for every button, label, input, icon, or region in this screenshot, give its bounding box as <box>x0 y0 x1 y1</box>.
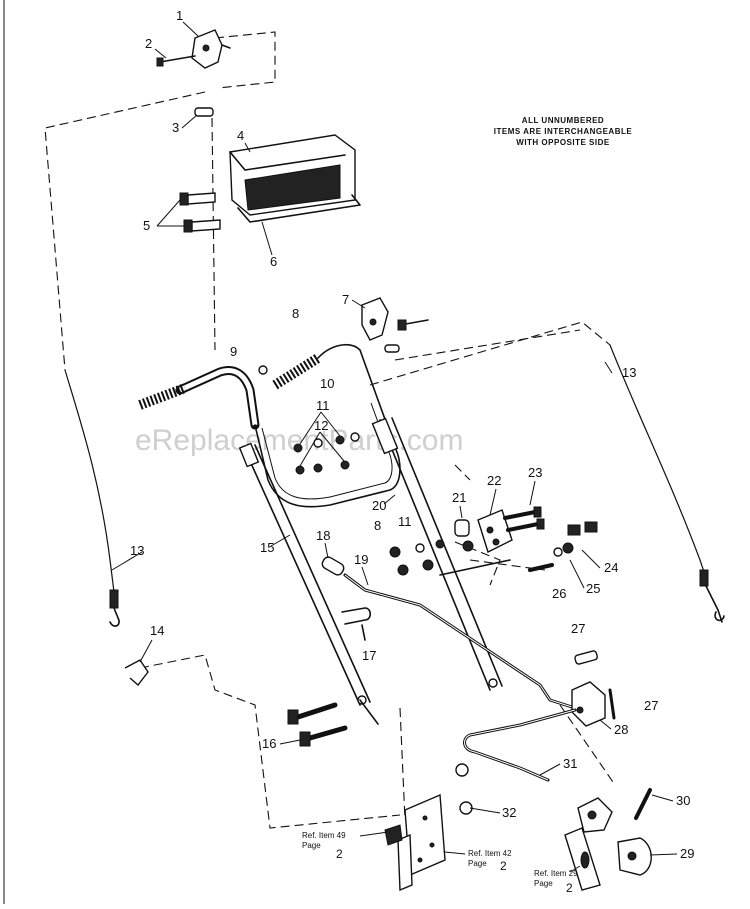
label-27-top: 27 <box>571 621 585 636</box>
label-1: 1 <box>176 8 183 23</box>
label-18: 18 <box>316 528 330 543</box>
part-lever-7 <box>361 297 429 353</box>
part-upper-handle-9 <box>138 343 379 430</box>
label-8: 8 <box>292 306 299 321</box>
label-24: 24 <box>604 560 618 575</box>
ref-42-page-label: Page <box>468 859 487 868</box>
label-12: 12 <box>314 418 328 433</box>
label-2: 2 <box>145 36 152 51</box>
label-13-left: 13 <box>130 543 144 558</box>
part-bottom-plate <box>384 763 473 892</box>
label-25: 25 <box>586 581 600 596</box>
ref-29-label: Ref. Item 29 <box>534 869 578 878</box>
interchangeable-note: ALL UNNUMBERED ITEMS ARE INTERCHANGEABLE… <box>494 116 633 147</box>
label-11: 11 <box>316 398 330 413</box>
ref-49-label: Ref. Item 49 <box>302 831 346 840</box>
label-20: 20 <box>372 498 386 513</box>
label-17: 17 <box>362 648 376 663</box>
ref-42-page: 2 <box>500 859 507 873</box>
label-26: 26 <box>552 586 566 601</box>
references: Ref. Item 49 Page 2 Ref. Item 42 Page 2 … <box>302 831 581 895</box>
label-16: 16 <box>262 736 276 751</box>
note-line-3: WITH OPPOSITE SIDE <box>516 138 610 147</box>
part-shift-rod-19 <box>321 556 577 710</box>
part-labels: 1 2 3 4 5 6 7 8 9 10 11 12 13 13 14 15 1… <box>111 8 694 861</box>
label-14: 14 <box>150 623 164 638</box>
small-fasteners <box>389 506 598 576</box>
label-10: 10 <box>320 376 334 391</box>
label-21: 21 <box>452 490 466 505</box>
assembly-lines <box>44 31 616 829</box>
label-9: 9 <box>230 344 237 359</box>
ref-29-page: 2 <box>566 881 573 895</box>
label-29: 29 <box>680 846 694 861</box>
note-line-1: ALL UNNUMBERED <box>522 116 604 125</box>
part-bolts-16 <box>287 702 348 747</box>
label-23: 23 <box>528 465 542 480</box>
label-19: 19 <box>354 552 368 567</box>
label-30: 30 <box>676 793 690 808</box>
label-27-right: 27 <box>644 698 658 713</box>
label-11b: 11 <box>398 514 412 529</box>
part-lower-handle-15 <box>238 417 511 725</box>
label-13-right: 13 <box>622 365 636 380</box>
ref-29-page-label: Page <box>534 879 553 888</box>
label-15: 15 <box>260 540 274 555</box>
label-22: 22 <box>487 473 501 488</box>
label-6: 6 <box>270 254 277 269</box>
part-control-lever <box>156 29 231 117</box>
part-gear-29 <box>564 788 652 891</box>
ref-49-page: 2 <box>336 847 343 861</box>
label-31: 31 <box>563 756 577 771</box>
part-shift-block-28 <box>571 650 616 727</box>
part-cables-13 <box>64 344 725 627</box>
label-8b: 8 <box>374 518 381 533</box>
ref-49-page-label: Page <box>302 841 321 850</box>
label-5: 5 <box>143 218 150 233</box>
label-4: 4 <box>237 128 244 143</box>
label-3: 3 <box>172 120 179 135</box>
label-32: 32 <box>502 805 516 820</box>
ref-42-label: Ref. Item 42 <box>468 849 512 858</box>
label-7: 7 <box>342 292 349 307</box>
part-bolts-5 <box>179 192 221 233</box>
part-clip-14 <box>124 659 149 687</box>
note-line-2: ITEMS ARE INTERCHANGEABLE <box>494 127 633 136</box>
label-28: 28 <box>614 722 628 737</box>
part-console-cover <box>229 134 361 223</box>
part-lower-rod-31 <box>463 708 577 782</box>
